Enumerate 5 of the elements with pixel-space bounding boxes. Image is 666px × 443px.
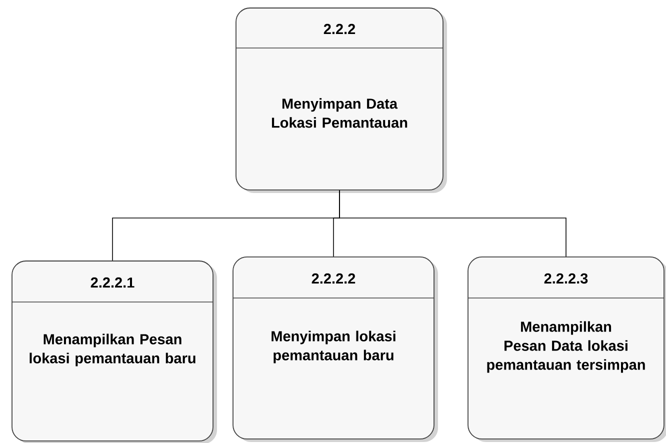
process-box: 2.2.2.3 Menampilkan Pesan Data lokasi pemantauan tersimpan bbox=[468, 256, 666, 442]
connector-line bbox=[339, 190, 566, 257]
process-box: 2.2.2.2 Menyimpan lokasi pemantauan baru bbox=[232, 256, 438, 442]
process-box: 2.2.2.1 Menampilkan Pesan lokasi pemantauan baru bbox=[12, 260, 217, 443]
process-box: 2.2.2 Menyimpan Data Lokasi Pemantauan bbox=[236, 8, 447, 193]
